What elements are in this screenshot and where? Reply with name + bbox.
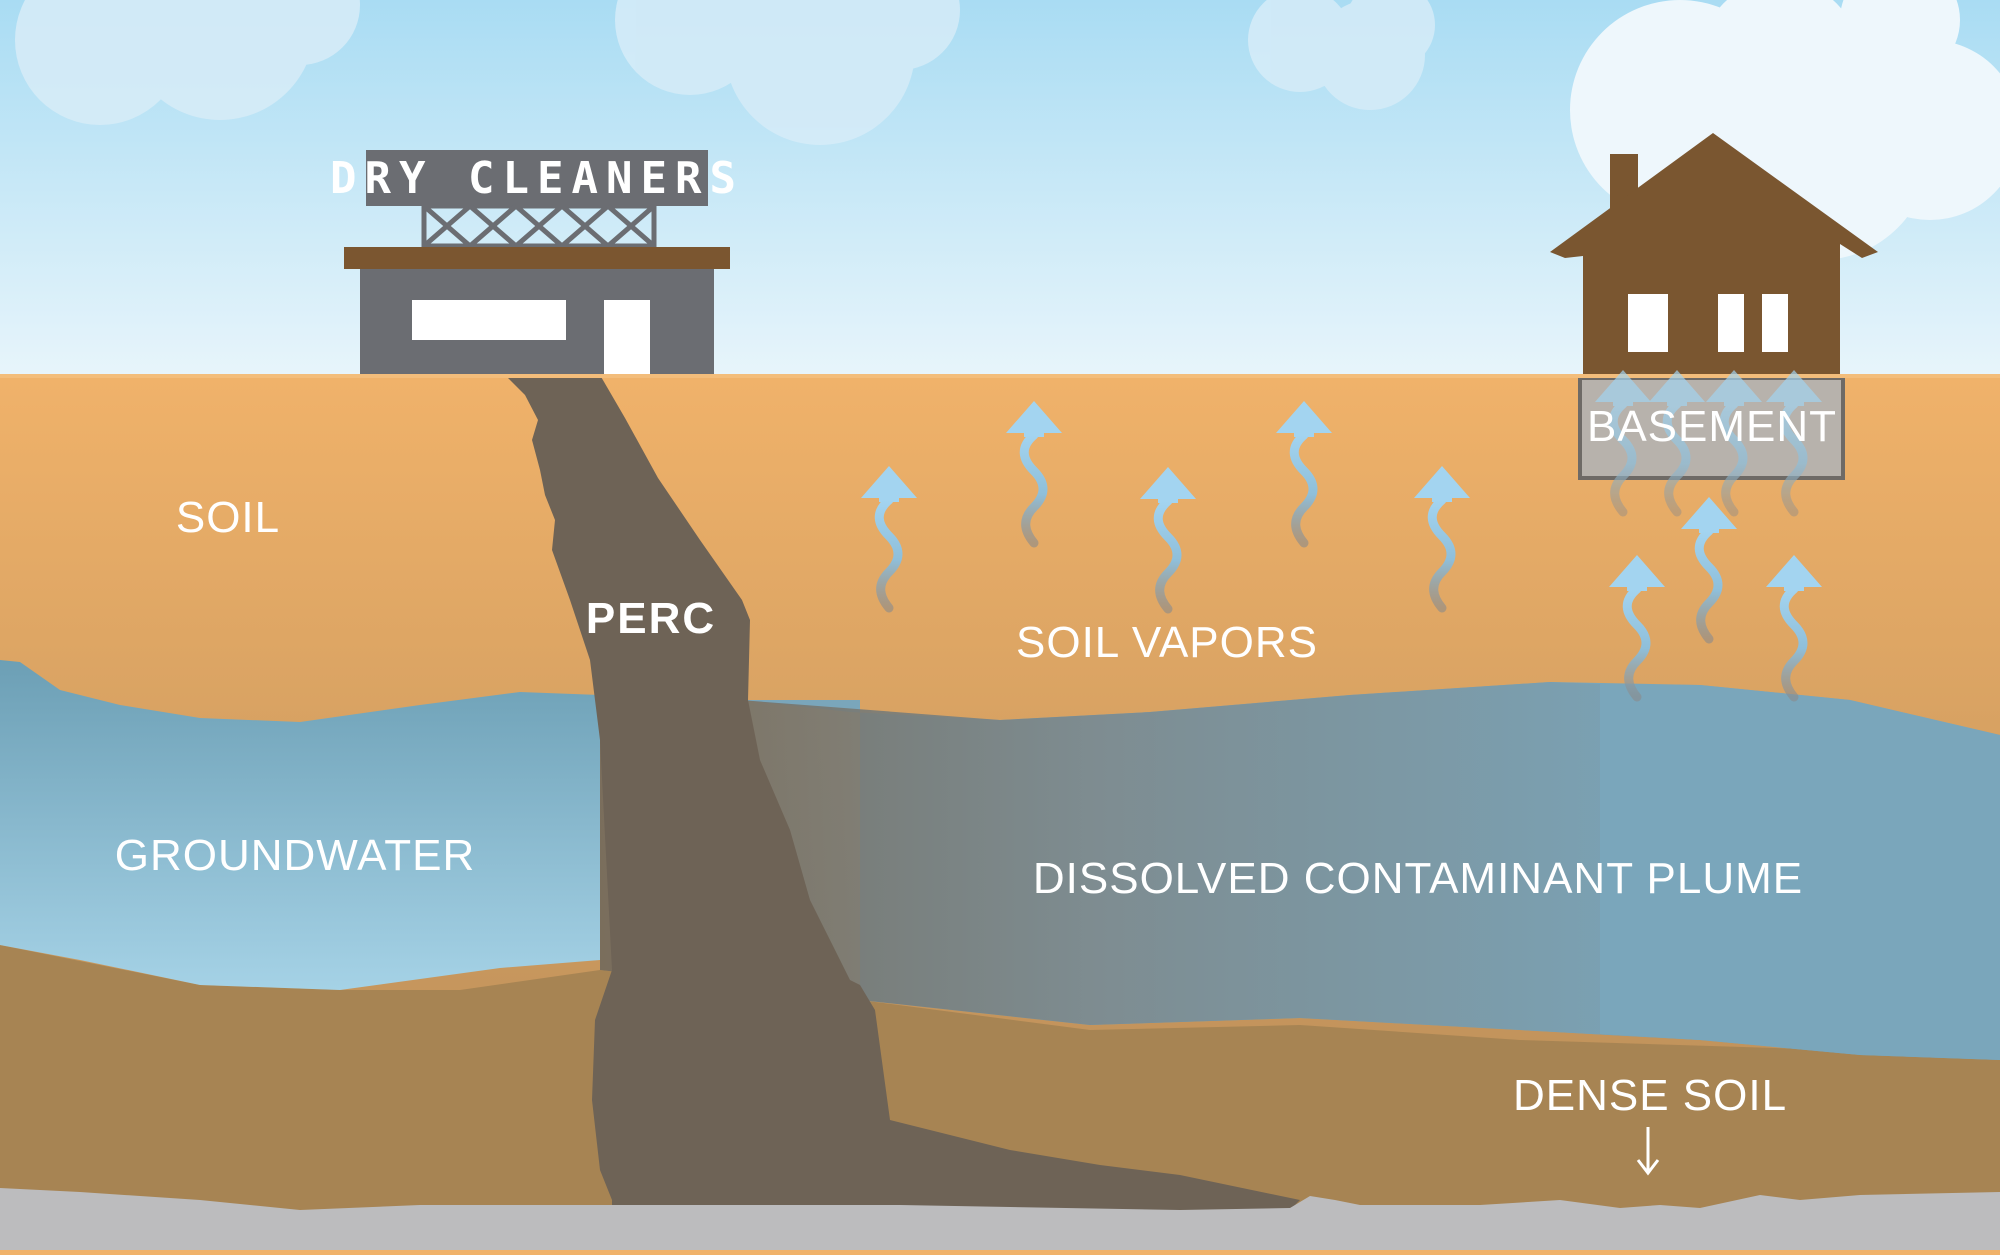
perc-contamination — [505, 375, 1300, 1215]
plume-label: DISSOLVED CONTAMINANT PLUME — [1033, 854, 1803, 903]
soil-vapors-label: SOIL VAPORS — [1016, 618, 1318, 667]
groundwater-layer — [0, 660, 600, 990]
house-window — [1628, 294, 1668, 352]
cloud-icon — [1248, 0, 1435, 110]
building-door — [604, 300, 650, 377]
cloud-icon — [15, 0, 360, 125]
cloud-icon — [615, 0, 960, 145]
bedrock-layer — [0, 1188, 2000, 1250]
perc-label: PERC — [586, 594, 716, 643]
dry-cleaners-building: DRY CLEANERS — [330, 150, 744, 377]
down-arrow-icon — [1636, 1127, 1660, 1176]
contaminant-plume — [600, 682, 1700, 1040]
building-window — [412, 300, 566, 340]
house-window — [1762, 294, 1788, 352]
soil-label: SOIL — [176, 493, 280, 542]
dense-soil-label: DENSE SOIL — [1513, 1071, 1787, 1120]
dry-cleaners-sign: DRY CLEANERS — [330, 153, 744, 204]
house-window — [1718, 294, 1744, 352]
ground-surface — [0, 374, 2000, 378]
groundwater-label: GROUNDWATER — [115, 831, 476, 880]
cloud-icon — [1570, 0, 2000, 260]
dense-soil-layer — [0, 945, 2000, 1250]
groundwater-layer — [1600, 684, 2000, 1060]
sign-supports — [421, 203, 657, 249]
basement-label: BASEMENT — [1587, 402, 1837, 451]
